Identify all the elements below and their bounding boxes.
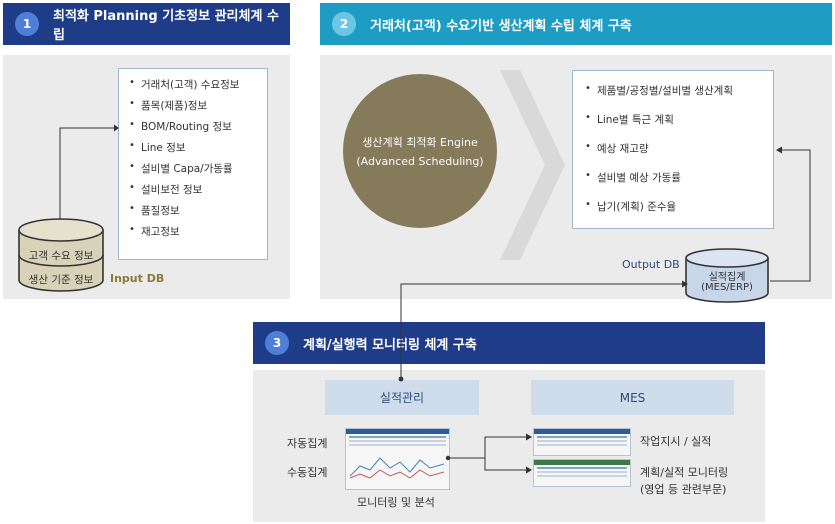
monitoring-chart-icon <box>349 457 445 479</box>
section2-plan-item: 설비별 예상 가동률 <box>585 170 773 185</box>
manual-aggregation-label: 수동집계 <box>287 466 328 479</box>
mes-label: MES <box>531 380 734 415</box>
output-db-line1: 실적집계 <box>708 272 746 283</box>
section1-info-item: 거래처(고객) 수요정보 <box>129 77 267 92</box>
monitoring-screenshot <box>345 428 450 490</box>
section3-number-badge: 3 <box>265 331 289 355</box>
section3-title: 계획/실행력 모니터링 체계 구축 <box>303 337 477 353</box>
monitoring-caption: 모니터링 및 분석 <box>357 496 435 509</box>
section2-plan-item: Line별 특근 계획 <box>585 112 773 127</box>
output-db-label: Output DB <box>622 258 680 271</box>
section1-info-item: 재고정보 <box>129 224 267 239</box>
input-db-label: Input DB <box>110 272 165 285</box>
input-db-cylinder-icon <box>18 218 104 292</box>
section1-info-item: Line 정보 <box>129 140 267 155</box>
input-db-line1: 고객 수요 정보 <box>28 250 94 262</box>
section1-header: 1 최적화 Planning 기초정보 관리체계 수립 <box>3 3 290 45</box>
section2-number-badge: 2 <box>332 12 356 36</box>
section1-info-item: 설비보전 정보 <box>129 182 267 197</box>
section2-plan-list-box: 제품별/공정별/설비별 생산계획 Line별 특근 계획 예상 재고량 설비별 … <box>572 70 774 229</box>
engine-chevron-arrow <box>500 70 565 260</box>
section2-header: 2 거래처(고객) 수요기반 생산계획 수립 체계 구축 <box>320 3 832 45</box>
section1-info-item: BOM/Routing 정보 <box>129 119 267 134</box>
section2-plan-item: 제품별/공정별/설비별 생산계획 <box>585 83 773 98</box>
plan-monitor-label-line2: (영업 등 관련부문) <box>640 483 727 496</box>
auto-aggregation-label: 자동집계 <box>287 437 328 450</box>
section1-number-badge: 1 <box>15 12 39 36</box>
work-order-label: 작업지시 / 실적 <box>640 435 712 448</box>
performance-management-label: 실적관리 <box>325 380 479 415</box>
work-order-screenshot <box>533 428 631 456</box>
engine-subtitle: (Advanced Scheduling) <box>356 155 484 168</box>
section1-info-item: 품질정보 <box>129 203 267 218</box>
plan-monitor-label-line1: 계획/실적 모니터링 <box>640 466 729 479</box>
engine-title: 생산계획 최적화 Engine <box>362 136 478 149</box>
input-db-line2: 생산 기준 정보 <box>28 274 94 286</box>
section2-plan-item: 납기(계획) 준수율 <box>585 199 773 214</box>
plan-monitor-screenshot <box>533 459 631 487</box>
section1-info-item: 설비별 Capa/가동률 <box>129 161 267 176</box>
section1-info-item: 품목(제품)정보 <box>129 98 267 113</box>
optimization-engine-circle: 생산계획 최적화 Engine (Advanced Scheduling) <box>343 74 497 228</box>
section2-title: 거래처(고객) 수요기반 생산계획 수립 체계 구축 <box>370 18 632 34</box>
section2-plan-item: 예상 재고량 <box>585 141 773 156</box>
output-db-line2: (MES/ERP) <box>701 282 753 293</box>
section1-info-list-box: 거래처(고객) 수요정보 품목(제품)정보 BOM/Routing 정보 Lin… <box>118 68 268 260</box>
section3-header: 3 계획/실행력 모니터링 체계 구축 <box>253 322 765 364</box>
section1-title: 최적화 Planning 기초정보 관리체계 수립 <box>53 9 279 43</box>
output-db-cylinder-icon <box>685 248 769 303</box>
